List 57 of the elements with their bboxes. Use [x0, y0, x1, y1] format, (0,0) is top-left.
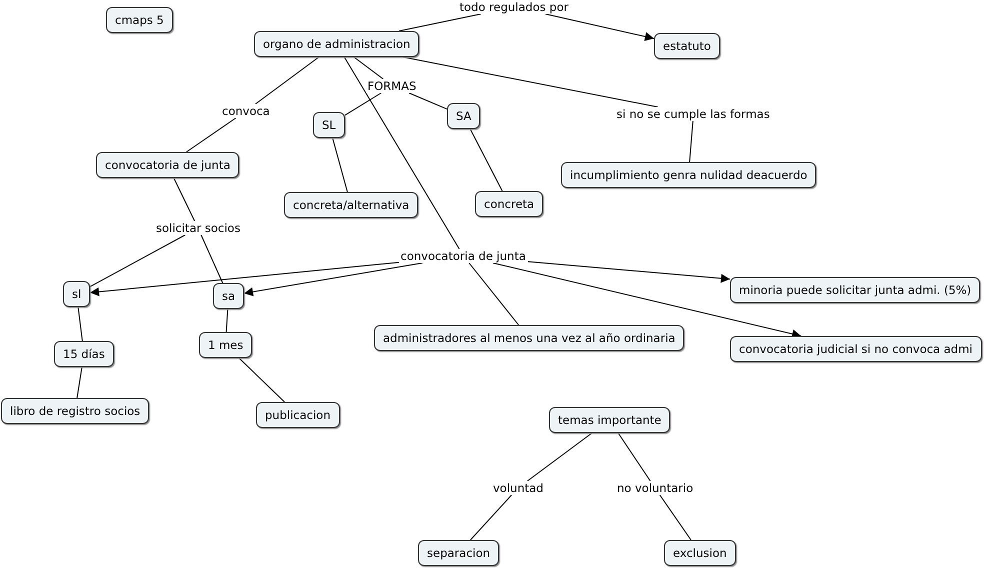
concept-box: administradores al menos una vez al año ordinaria	[374, 325, 684, 351]
linking-phrase: convocatoria de junta	[398, 249, 528, 263]
concept-box: estatuto	[654, 33, 720, 59]
arrow	[544, 14, 654, 41]
connector-line	[78, 306, 83, 342]
linking-phrase: FORMAS	[366, 79, 418, 93]
connector-line	[76, 366, 82, 398]
connector-line	[173, 178, 196, 222]
connector-line	[398, 14, 482, 32]
connector-line	[353, 56, 384, 80]
concept-box: libro de registro socios	[1, 398, 150, 424]
connector-line	[200, 234, 224, 284]
connector-line	[344, 56, 460, 250]
linking-phrase: todo regulados por	[458, 0, 570, 14]
connector-line	[526, 432, 592, 482]
connector-line	[402, 56, 658, 108]
linking-phrase: voluntad	[491, 481, 546, 495]
connector-line	[618, 432, 651, 482]
concept-box: temas importante	[549, 407, 670, 433]
connector-line	[470, 128, 503, 192]
connector-line	[332, 138, 348, 192]
concept-box: convocatoria de junta	[96, 152, 240, 178]
concept-box: SL	[313, 112, 345, 138]
concept-box: sl	[63, 281, 90, 307]
concept-box: convocatoria judicial si no convoca admi	[730, 336, 982, 362]
concept-box: SA	[447, 103, 480, 129]
concept-box: cmaps 5	[106, 7, 173, 33]
connector-line	[468, 262, 520, 326]
connector-line	[90, 234, 186, 288]
arrow	[528, 261, 730, 283]
connector-line	[238, 358, 286, 402]
connector-line	[470, 494, 512, 540]
arrow	[244, 262, 423, 296]
connector-line	[226, 308, 228, 332]
connector-line	[659, 494, 692, 540]
concept-box: minoria puede solicitar junta admi. (5%)	[730, 277, 980, 303]
linking-phrase: convoca	[220, 104, 272, 118]
concept-box: 1 mes	[199, 332, 252, 358]
connector-line	[344, 92, 382, 116]
concept-box: exclusion	[664, 540, 736, 566]
linking-phrase: no voluntario	[615, 481, 696, 495]
linking-phrase: si no se cumple las formas	[614, 107, 772, 121]
concept-box: 15 días	[54, 341, 114, 367]
concept-box: concreta/alternativa	[284, 192, 418, 218]
concept-box: sa	[213, 283, 244, 309]
concept-box: organo de administracion	[254, 31, 420, 57]
connector-line	[186, 118, 236, 152]
concept-box: incumplimiento genra nulidad deacuerdo	[561, 162, 816, 188]
arrow	[492, 262, 802, 338]
concept-box: concreta	[475, 191, 544, 217]
concept-box: separacion	[418, 540, 500, 566]
connector-line	[254, 56, 320, 104]
concept-box: publicacion	[256, 402, 340, 428]
connector-line	[408, 92, 448, 110]
linking-phrase: solicitar socios	[154, 221, 242, 235]
connector-line	[689, 120, 694, 162]
arrow	[90, 262, 400, 296]
